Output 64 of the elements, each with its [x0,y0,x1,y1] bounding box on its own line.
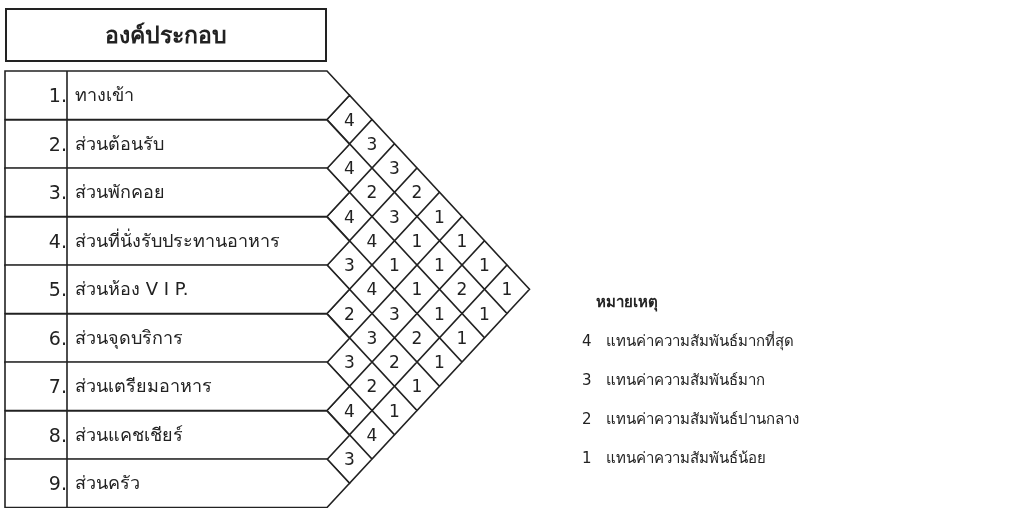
relationship-value: 3 [343,352,356,372]
relationship-value: 1 [433,303,446,324]
component-name: ส่วนจุดบริการ [75,325,183,350]
relationship-value: 2 [365,376,379,397]
relationship-value: 2 [410,182,424,203]
row-number: 7. [47,374,67,399]
relationship-value: 1 [455,327,469,348]
row-number: 6. [47,325,67,350]
relationship-value: 1 [478,303,491,324]
component-name: ส่วนครัว [75,471,140,496]
row-number: 2. [47,131,67,156]
row-number: 5. [47,277,67,302]
relationship-value: 3 [365,327,379,348]
note-value: 3 [582,370,592,390]
relationship-value: 1 [388,255,401,275]
relationship-value: 1 [433,206,446,227]
row-number: 3. [47,180,67,205]
relationship-value: 2 [365,182,379,203]
relationship-value: 4 [343,400,356,421]
relationship-value: 3 [388,303,401,324]
note-value: 4 [582,331,592,351]
relationship-value: 4 [343,109,356,130]
relationship-value: 1 [455,230,469,251]
relationship-value: 1 [433,255,446,275]
component-name: ทางเข้า [75,83,134,108]
relationship-value: 4 [365,279,379,300]
relationship-value: 4 [343,206,356,227]
relationship-value: 1 [478,255,491,275]
note-value: 2 [582,409,592,429]
relationship-value: 2 [455,279,469,300]
row-number: 8. [47,422,67,447]
component-name: ส่วนต้อนรับ [75,131,164,156]
component-name: ส่วนเตรียมอาหาร [75,374,212,399]
note-text: แทนค่าความสัมพันธ์น้อย [606,448,766,468]
note-text: แทนค่าความสัมพันธ์มากที่สุด [606,331,794,351]
header-box: องค์ประกอบ [5,8,327,62]
relationship-value: 4 [343,158,356,178]
relationship-value: 4 [365,230,379,251]
component-name: ส่วนพักคอย [75,180,165,205]
note-text: แทนค่าความสัมพันธ์มาก [606,370,765,390]
row-number: 1. [47,83,67,108]
relationship-value: 2 [410,327,424,348]
relationship-value: 3 [365,133,379,154]
relationship-value: 1 [388,400,401,421]
row-number: 9. [47,471,67,496]
component-name: ส่วนห้อง V I P. [75,277,189,302]
component-name: ส่วนแคชเชียร์ [75,422,183,447]
relationship-value: 3 [343,255,356,275]
note-heading: หมายเหตุ [596,292,658,312]
relationship-value: 1 [410,279,424,300]
row-number: 4. [47,228,67,253]
relationship-value: 2 [388,352,401,372]
relationship-value: 1 [410,230,424,251]
relationship-value: 1 [410,376,424,397]
note-value: 1 [582,448,592,468]
component-name: ส่วนที่นั่งรับประทานอาหาร [75,228,280,253]
relationship-value: 3 [388,206,401,227]
note-text: แทนค่าความสัมพันธ์ปานกลาง [606,409,799,429]
relationship-value: 4 [365,424,379,445]
relationship-value: 1 [433,352,446,372]
relationship-value: 3 [343,449,356,469]
relationship-value: 3 [388,158,401,178]
relationship-value: 2 [343,303,356,324]
relationship-value: 1 [500,279,514,300]
